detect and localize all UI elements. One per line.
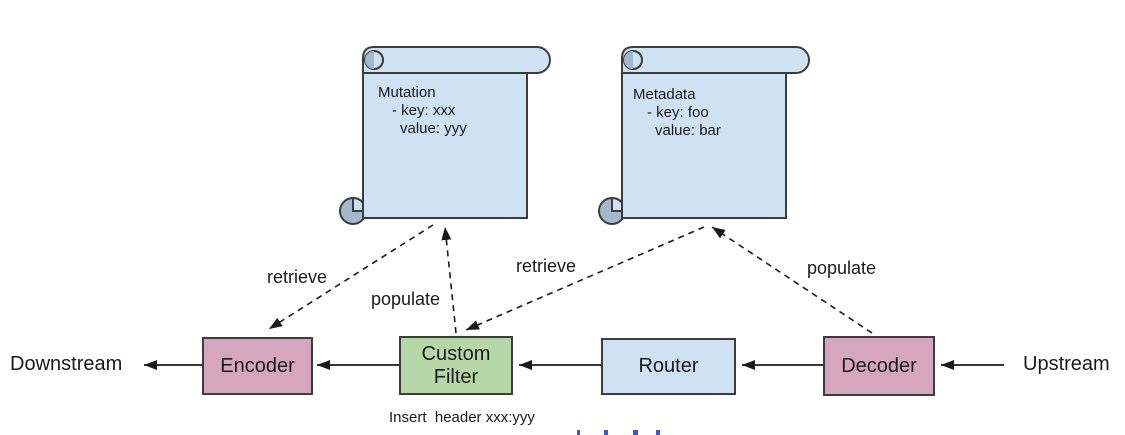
upstream-label: Upstream <box>1023 353 1110 375</box>
clipped-text-fragment <box>633 430 638 435</box>
insert-header-note: Insert header xxx:yyy <box>389 409 535 426</box>
custom-filter-label-line1: Custom <box>421 342 491 365</box>
mutation-key-line: - key: xxx <box>392 102 456 119</box>
dashed-arrow-retrieve-metadata-to-filter <box>465 226 705 331</box>
encoder-label: Encoder <box>220 354 295 377</box>
node-router: Router <box>601 338 736 395</box>
downstream-label: Downstream <box>10 353 123 375</box>
mutation-title: Mutation <box>378 84 436 101</box>
metadata-title: Metadata <box>633 86 696 103</box>
metadata-key-line: - key: foo <box>647 104 709 121</box>
metadata-value-line: value: bar <box>655 122 721 139</box>
node-decoder: Decoder <box>823 336 935 396</box>
clipped-text-fragment <box>656 430 660 435</box>
custom-filter-label-line2: Filter <box>433 365 479 388</box>
dashed-arrow-populate-decoder-to-metadata <box>711 226 873 334</box>
dashed-arrow-populate-filter-to-mutation <box>441 226 457 334</box>
clipped-text-fragment <box>604 430 608 435</box>
retrieve-label-encoder: retrieve <box>267 267 328 287</box>
retrieve-label-filter: retrieve <box>516 256 577 276</box>
node-encoder: Encoder <box>202 337 313 395</box>
router-label: Router <box>638 355 699 377</box>
decoder-label: Decoder <box>841 354 917 377</box>
populate-label-mutation: populate <box>371 289 441 309</box>
mutation-value-line: value: yyy <box>400 120 467 137</box>
metadata-scroll-text: Metadata - key: foo value: bar <box>633 86 721 140</box>
populate-label-metadata: populate <box>807 258 877 278</box>
mutation-scroll-text: Mutation - key: xxx value: yyy <box>378 84 467 138</box>
node-custom-filter: Custom Filter <box>399 336 513 395</box>
clipped-text-fragment <box>577 430 580 435</box>
